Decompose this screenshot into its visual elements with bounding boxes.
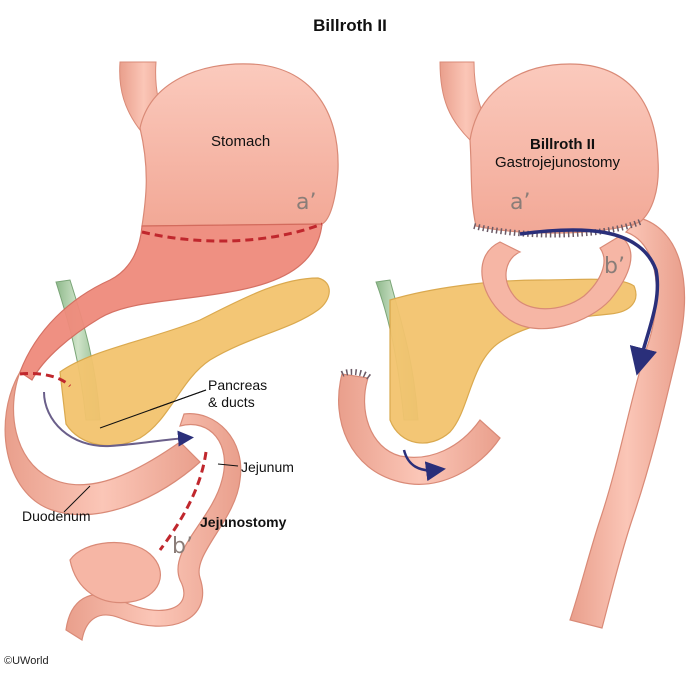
leader-pancreas-2	[149, 389, 207, 411]
left-stomach	[139, 63, 339, 227]
left-panel	[4, 61, 339, 641]
left-jejunum-lower-loop	[69, 541, 161, 604]
left-duodenal-cut-line	[19, 372, 72, 388]
figure-title: Billroth II	[313, 16, 387, 35]
left-jejunal-cut-line	[158, 451, 208, 551]
left-duodenum	[4, 371, 201, 516]
copyright-credit: ©UWorld	[4, 655, 49, 667]
right-gastric-remnant	[469, 63, 659, 234]
leader-jejunum	[217, 463, 239, 467]
right-anastomosis-suture	[473, 219, 642, 238]
duodenum-label: Duodenum	[22, 508, 91, 524]
left-marker-a: a’	[296, 190, 317, 215]
right-efferent-flow-arrow	[519, 228, 660, 376]
right-marker-b: b’	[604, 254, 625, 279]
right-pancreas	[389, 278, 637, 444]
right-duodenal-stump	[338, 373, 501, 485]
procedure-subtitle: Gastrojejunostomy	[495, 154, 621, 171]
left-gastric-cut-line	[141, 222, 323, 243]
leader-duodenum	[63, 485, 91, 513]
left-resected-antrum	[19, 223, 323, 381]
right-stump-suture	[340, 368, 373, 381]
left-marker-b: b’	[172, 534, 193, 559]
pancreas-label-line1: Pancreas	[208, 377, 268, 393]
pancreas-label-line2: & ducts	[208, 394, 255, 410]
left-flow-arrow	[43, 391, 194, 448]
left-pancreas	[59, 277, 330, 447]
right-jejunal-loop	[481, 235, 632, 330]
stomach-label: Stomach	[211, 133, 271, 150]
jejunum-label: Jejunum	[241, 459, 294, 475]
right-marker-a: a’	[510, 190, 531, 215]
jejunostomy-label: Jejunostomy	[200, 514, 287, 530]
right-afferent-flow-arrow	[402, 449, 446, 482]
procedure-title: Billroth II	[530, 136, 595, 153]
left-jejunum	[65, 413, 242, 641]
right-panel	[338, 61, 685, 629]
